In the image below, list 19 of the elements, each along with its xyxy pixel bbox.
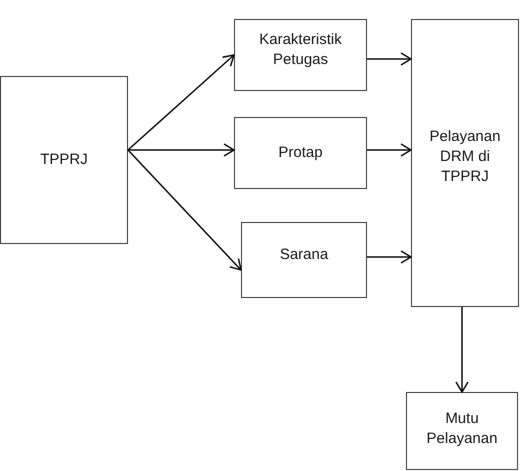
process-box [234,117,367,189]
box-label: TPPRJ [40,150,88,170]
box-label: Protap [278,143,323,163]
process-box [241,222,367,298]
box-label: Sarana [280,245,328,265]
process-box [406,392,518,470]
arrow [367,250,412,264]
arrow [128,143,235,157]
arrow [455,307,469,393]
box-label: Pelayanan DRM di TPPRJ [428,127,502,187]
arrow [128,54,235,151]
process-box [411,19,519,307]
arrow [367,52,412,66]
process-box [0,76,128,244]
arrow [367,143,412,157]
box-label: Mutu Pelayanan [426,409,498,449]
process-box [234,19,367,91]
arrow [127,149,242,271]
box-label: Karakteristik Petugas [258,30,343,70]
